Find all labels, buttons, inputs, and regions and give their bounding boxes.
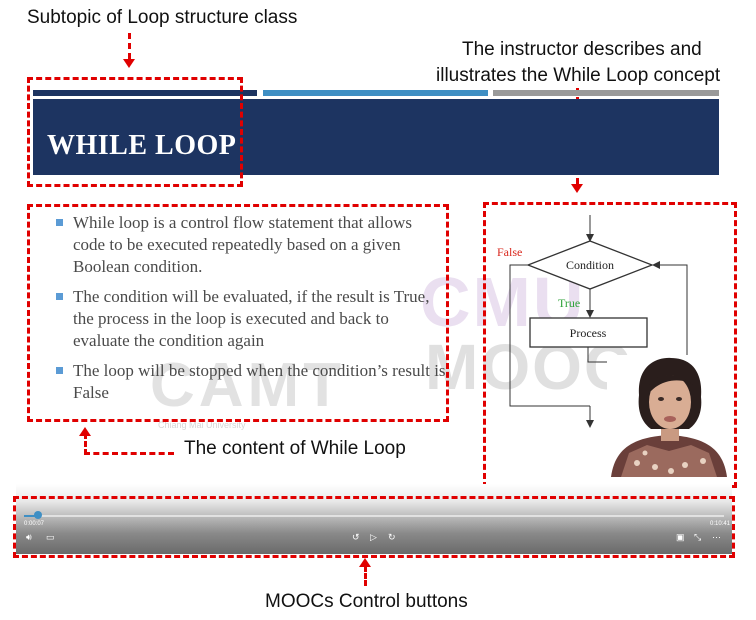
flow-true-label: True: [558, 296, 580, 310]
time-current: 0:00:07: [24, 521, 45, 527]
slide-title: WHILE LOOP: [47, 130, 237, 161]
arrow-head-up-icon: [359, 558, 371, 567]
progress-handle[interactable]: [34, 511, 42, 519]
bullet-square-icon: [56, 367, 63, 374]
annotation-controls: MOOCs Control buttons: [265, 591, 468, 612]
arrow-head-down-icon: [571, 184, 583, 193]
bullet-square-icon: [56, 219, 63, 226]
flowchart-diagram: Condition False True Process: [497, 215, 688, 428]
instructor-video: [607, 355, 731, 477]
slide-title-band: [33, 99, 719, 175]
more-options-icon[interactable]: ⋯: [712, 532, 721, 542]
forward-icon[interactable]: ↻: [388, 532, 396, 542]
list-item: The condition will be evaluated, if the …: [56, 286, 448, 352]
progress-fill: [24, 515, 38, 517]
annotation-instructor-line2: illustrates the While Loop concept: [436, 65, 721, 86]
annotation-arrow-subtopic: [128, 33, 131, 59]
bullet-square-icon: [56, 293, 63, 300]
arrow-head-down-icon: [123, 59, 135, 68]
annotation-box-content: [27, 204, 449, 422]
annotation-instructor-line1: The instructor describes and: [462, 39, 702, 60]
annotation-subtopic: Subtopic of Loop structure class: [27, 7, 298, 28]
play-icon[interactable]: ▷: [370, 532, 377, 542]
rewind-icon[interactable]: ↺: [352, 532, 360, 542]
slide-bullet-list: While loop is a control flow statement t…: [56, 212, 448, 412]
slide-bar-gray: [493, 90, 719, 96]
watermark-camt: CAMT: [150, 351, 346, 420]
progress-track[interactable]: [24, 515, 724, 517]
annotation-arrow-content: [84, 433, 87, 455]
annotation-box-subtopic: [27, 77, 243, 187]
annotation-arrow-controls: [364, 566, 367, 586]
watermark-caption: Chiang Mai University: [158, 420, 246, 430]
slide-bar-blue: [263, 90, 488, 96]
fullscreen-exit-icon[interactable]: ⤡: [694, 532, 702, 542]
flow-process-label: Process: [570, 326, 607, 340]
annotation-content: The content of While Loop: [184, 438, 406, 459]
flow-false-path: [509, 264, 590, 407]
annotation-box-controls: [13, 496, 735, 558]
annotation-connector-content: [84, 452, 174, 455]
list-item: While loop is a control flow statement t…: [56, 212, 448, 278]
slide-bar-dark: [33, 90, 257, 96]
captions-icon[interactable]: ▭: [46, 532, 55, 542]
picture-in-picture-icon[interactable]: ▣: [676, 532, 685, 542]
flow-false-label: False: [497, 245, 522, 259]
list-item: The loop will be stopped when the condit…: [56, 360, 448, 404]
flow-condition-label: Condition: [566, 258, 614, 272]
time-total: 0:10:41: [710, 521, 731, 527]
volume-icon[interactable]: 🔊︎: [26, 532, 32, 542]
annotation-box-instructor: [483, 202, 737, 488]
arrow-head-up-icon: [79, 427, 91, 436]
video-player-controls: 0:00:07 0:10:41 🔊︎ ▭ ↺ ▷ ↻ ▣ ⤡ ⋯: [16, 484, 732, 554]
